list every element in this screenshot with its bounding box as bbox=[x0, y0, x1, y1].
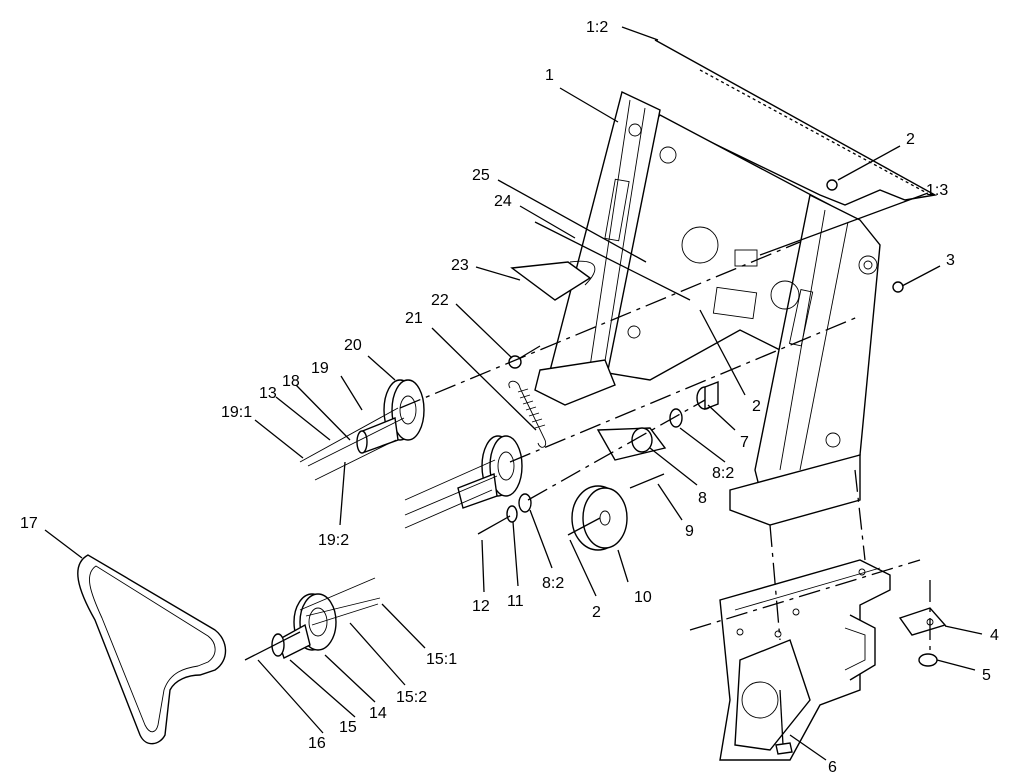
callout-1-2: 1:2 bbox=[586, 19, 608, 36]
washer-11-part bbox=[506, 505, 518, 523]
callout-18: 18 bbox=[282, 373, 300, 390]
callout-19-1: 19:1 bbox=[221, 404, 252, 421]
guard-plate-part bbox=[510, 260, 596, 301]
callout-8-2-upper: 8:2 bbox=[712, 465, 734, 482]
callout-5: 5 bbox=[982, 667, 991, 684]
washer-upper-part bbox=[669, 408, 683, 428]
bolt-9-part bbox=[629, 473, 665, 489]
chassis-rail bbox=[719, 559, 891, 761]
main-bracket-frame bbox=[534, 91, 881, 526]
bolt-12-part bbox=[477, 515, 511, 535]
callout-4: 4 bbox=[990, 627, 999, 644]
middle-pulley-part bbox=[404, 435, 523, 529]
callout-labels: 1:2 1 2 1:3 3 25 24 23 22 21 20 19 18 13… bbox=[20, 19, 999, 776]
callout-24: 24 bbox=[494, 193, 512, 210]
callout-1-3: 1:3 bbox=[926, 182, 948, 199]
washer-lower-part bbox=[518, 493, 532, 513]
callout-15: 15 bbox=[339, 719, 357, 736]
callout-19: 19 bbox=[311, 360, 329, 377]
spacer-part bbox=[696, 380, 719, 411]
callout-19-2: 19:2 bbox=[318, 532, 349, 549]
callout-21: 21 bbox=[405, 310, 423, 327]
lower-pulley-part bbox=[244, 577, 381, 661]
callout-15-2: 15:2 bbox=[396, 689, 427, 706]
callout-7: 7 bbox=[740, 434, 749, 451]
callout-22: 22 bbox=[431, 292, 449, 309]
callout-12: 12 bbox=[472, 598, 490, 615]
bolt-3-part bbox=[892, 281, 904, 293]
idler-arm-part bbox=[596, 427, 667, 461]
callout-20: 20 bbox=[344, 337, 362, 354]
callout-25: 25 bbox=[472, 167, 490, 184]
callout-2-middle: 2 bbox=[752, 398, 761, 415]
pulley-part bbox=[299, 379, 425, 481]
flange-nut-part bbox=[918, 653, 938, 667]
hex-bolt-part bbox=[775, 689, 793, 755]
callout-11: 11 bbox=[507, 593, 524, 610]
drive-belt-part bbox=[77, 554, 227, 745]
idler-pulley-part bbox=[567, 485, 628, 551]
callout-8: 8 bbox=[698, 490, 707, 507]
callout-3: 3 bbox=[946, 252, 955, 269]
bracket-plate-part bbox=[898, 607, 947, 636]
callout-13: 13 bbox=[259, 385, 277, 402]
bolt-2-upper-part bbox=[826, 179, 838, 191]
callout-17: 17 bbox=[20, 515, 38, 532]
callout-16: 16 bbox=[308, 735, 326, 752]
callout-23: 23 bbox=[451, 257, 469, 274]
callout-14: 14 bbox=[369, 705, 387, 722]
long-bolt-part bbox=[534, 221, 691, 301]
leader-lines bbox=[44, 26, 983, 761]
callout-9: 9 bbox=[685, 523, 694, 540]
callout-2-top: 2 bbox=[906, 131, 915, 148]
callout-15-1: 15:1 bbox=[426, 651, 457, 668]
callout-1: 1 bbox=[545, 67, 554, 84]
callout-10: 10 bbox=[634, 589, 652, 606]
callout-2-lower: 2 bbox=[592, 604, 601, 621]
callout-6: 6 bbox=[828, 759, 837, 776]
center-lines bbox=[399, 241, 931, 650]
callout-8-2-lower: 8:2 bbox=[542, 575, 564, 592]
tension-spring-part bbox=[508, 380, 547, 448]
cover-plate-part bbox=[654, 39, 938, 206]
